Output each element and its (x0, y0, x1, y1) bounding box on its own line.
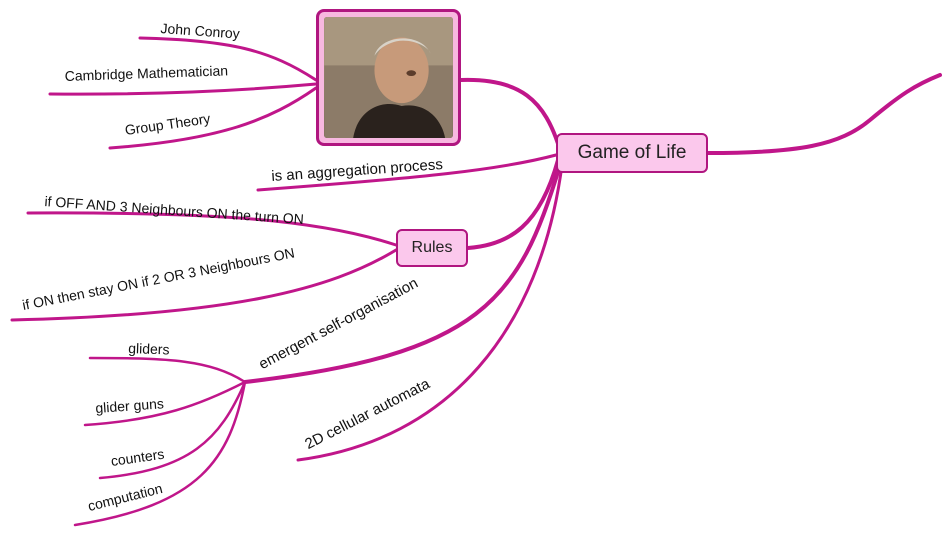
branch-aggregation (256, 153, 558, 192)
rules-label: Rules (411, 239, 453, 256)
branch-cellular (296, 163, 564, 462)
portrait-image (316, 9, 461, 146)
portrait-photo (324, 17, 453, 138)
central-topic-label: Game of Life (577, 142, 687, 163)
branch-portrait (459, 77, 562, 152)
branch-counters (98, 380, 247, 480)
branch-john-conroy (138, 36, 318, 82)
branch-gliders (88, 356, 247, 384)
central-topic-node[interactable]: Game of Life (556, 133, 708, 173)
branch-group-theory (108, 86, 318, 150)
branch-right (706, 73, 942, 155)
branch-rule-1 (26, 211, 398, 247)
branch-computation (73, 380, 247, 527)
branch-rule-2 (10, 248, 398, 322)
branch-emergent (243, 163, 562, 384)
person-silhouette-icon (324, 17, 453, 138)
branch-glider-guns (83, 380, 247, 427)
branch-rules (466, 158, 560, 250)
rules-node[interactable]: Rules (396, 229, 468, 267)
branch-cambridge (48, 82, 318, 96)
label-gliders[interactable]: gliders (128, 340, 170, 358)
